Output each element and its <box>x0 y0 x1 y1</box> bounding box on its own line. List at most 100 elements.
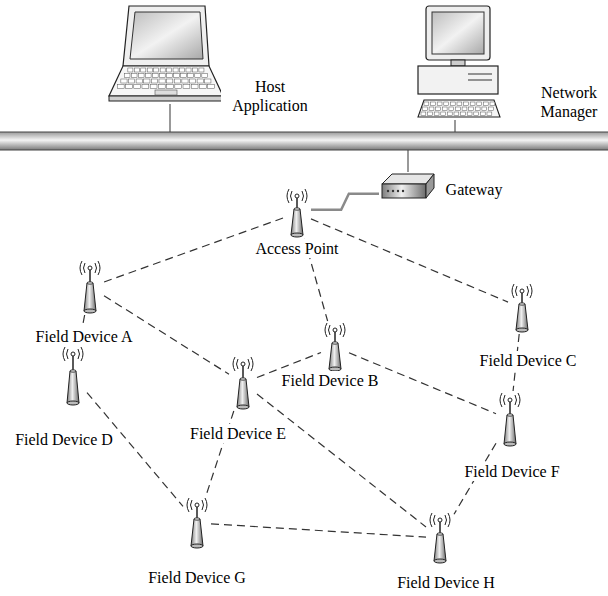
laptop-key <box>159 79 165 83</box>
antenna-mast <box>521 293 523 304</box>
laptop-key <box>128 79 134 83</box>
keyboard-key <box>434 112 439 116</box>
pc-case <box>418 66 498 94</box>
device-label: Field Device B <box>281 371 380 390</box>
antenna-tip <box>241 362 245 366</box>
laptop-key <box>175 85 182 89</box>
laptop-key <box>124 74 130 78</box>
keyboard-key <box>480 112 485 116</box>
keyboard-key <box>467 112 472 116</box>
laptop-key <box>191 85 198 89</box>
laptop-key <box>167 74 173 78</box>
drive-slot <box>468 80 492 81</box>
laptop-key <box>167 85 174 89</box>
laptop-key <box>199 68 204 72</box>
gateway-side <box>426 174 434 198</box>
gateway-led <box>402 190 404 192</box>
radio-wave <box>512 284 514 298</box>
laptop-key <box>181 74 187 78</box>
radio-wave <box>202 500 204 510</box>
keyboard-key <box>437 102 442 106</box>
radio-wave <box>518 393 520 407</box>
laptop-base <box>109 66 223 96</box>
keyboard-key <box>464 102 469 106</box>
laptop-key <box>117 85 124 89</box>
network-device: Field Device C <box>509 283 535 333</box>
radio-wave <box>233 357 235 371</box>
device-top <box>332 342 338 344</box>
antenna-tip <box>438 518 442 522</box>
device-base <box>191 544 203 548</box>
laptop-key <box>154 68 159 72</box>
drive-slot <box>468 74 492 75</box>
laptop-key <box>126 85 133 89</box>
antenna-tip <box>508 398 512 402</box>
keyboard-key <box>441 112 446 116</box>
keyboard-key <box>449 107 454 111</box>
device-body <box>516 304 528 330</box>
device-body <box>237 379 249 407</box>
keyboard-key <box>487 112 492 116</box>
device-base <box>434 559 446 563</box>
radio-wave <box>81 347 83 361</box>
device-label: Field Device D <box>14 430 114 449</box>
radio-wave <box>78 349 80 359</box>
device-label: Field Device A <box>35 327 134 346</box>
antenna-mast <box>242 366 244 379</box>
device-top <box>70 370 76 372</box>
monitor-frame <box>426 6 490 60</box>
keyboard-key <box>474 112 479 116</box>
radio-wave <box>84 263 86 273</box>
pc-keyboard <box>418 100 500 117</box>
radio-wave <box>434 515 436 525</box>
network-device: Access Point <box>284 188 310 238</box>
laptop-icon <box>105 4 225 104</box>
laptop-key <box>160 68 165 72</box>
radio-wave <box>515 395 517 405</box>
device-base <box>516 328 528 332</box>
keyboard-key <box>483 102 488 106</box>
mesh-link <box>257 394 426 527</box>
device-body <box>67 371 79 403</box>
pc-icon <box>418 4 500 120</box>
laptop-key <box>141 68 146 72</box>
radio-wave <box>445 515 447 525</box>
antenna-tip <box>520 289 524 293</box>
radio-wave <box>98 261 100 275</box>
network-device: Field Device D <box>60 346 86 406</box>
device-base <box>67 401 79 405</box>
gateway-icon <box>380 170 436 204</box>
laptop-edge <box>109 96 223 101</box>
radio-wave <box>63 347 65 361</box>
laptop-key <box>197 79 203 83</box>
radio-wave <box>67 349 69 359</box>
antenna-icon <box>284 188 310 238</box>
radio-wave <box>95 263 97 273</box>
laptop-key <box>134 85 141 89</box>
radio-wave <box>305 189 307 203</box>
radio-wave <box>516 286 518 296</box>
device-body <box>191 519 203 546</box>
device-base <box>237 405 249 409</box>
antenna-mast <box>196 507 198 519</box>
laptop-key <box>138 74 144 78</box>
keyboard-key <box>475 107 480 111</box>
keyboard-key <box>429 107 434 111</box>
gateway-led <box>397 190 399 192</box>
radio-wave <box>187 498 189 512</box>
laptop-key <box>160 74 166 78</box>
keyboard-key <box>424 102 429 106</box>
antenna-tip <box>333 328 337 332</box>
keyboard-key <box>490 102 495 106</box>
keyboard-key <box>454 112 459 116</box>
laptop-key <box>131 74 137 78</box>
device-body <box>291 209 303 235</box>
antenna-mast <box>296 198 298 209</box>
network-device: Field Device G <box>184 497 210 549</box>
keyboard-key <box>431 102 436 106</box>
keyboard-key <box>450 102 455 106</box>
radio-wave <box>340 325 342 335</box>
antenna-icon <box>427 512 453 564</box>
